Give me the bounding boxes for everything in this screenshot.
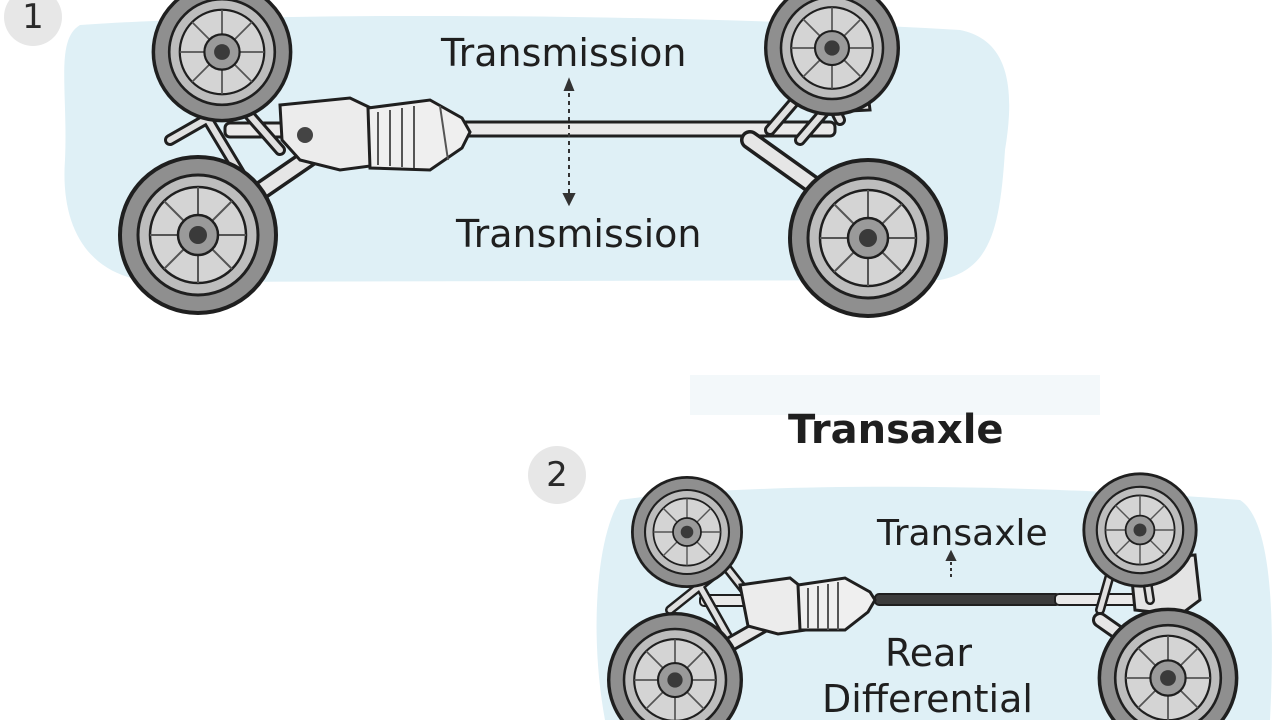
engine-block-1 — [278, 96, 380, 172]
driveshaft-2 — [874, 593, 1061, 606]
transmission-housing-1 — [366, 98, 472, 172]
engine-block-2 — [738, 576, 808, 636]
arrow-2 — [945, 549, 957, 580]
panel-1-number-badge: 1 — [4, 0, 62, 46]
panel-1-label-top: Transmission — [441, 31, 687, 75]
panel-2-label-bottom-line2: Differential — [822, 677, 1033, 721]
panel-2-label-top: Transaxle — [877, 513, 1048, 554]
panel-1-background — [64, 15, 1010, 283]
panel-2-number: 2 — [546, 455, 568, 495]
panel-1-label-bottom: Transmission — [456, 212, 702, 256]
panel-2-title: Transaxle — [788, 407, 1004, 453]
panel-2-label-bottom-line1: Rear — [885, 631, 972, 675]
chassis-2 — [607, 472, 1239, 720]
arrow-1 — [562, 77, 576, 207]
panel-2-title-background — [690, 375, 1100, 415]
panel-1-number: 1 — [22, 0, 44, 37]
chassis-1 — [118, 0, 948, 318]
panel-2-number-badge: 2 — [528, 446, 586, 504]
